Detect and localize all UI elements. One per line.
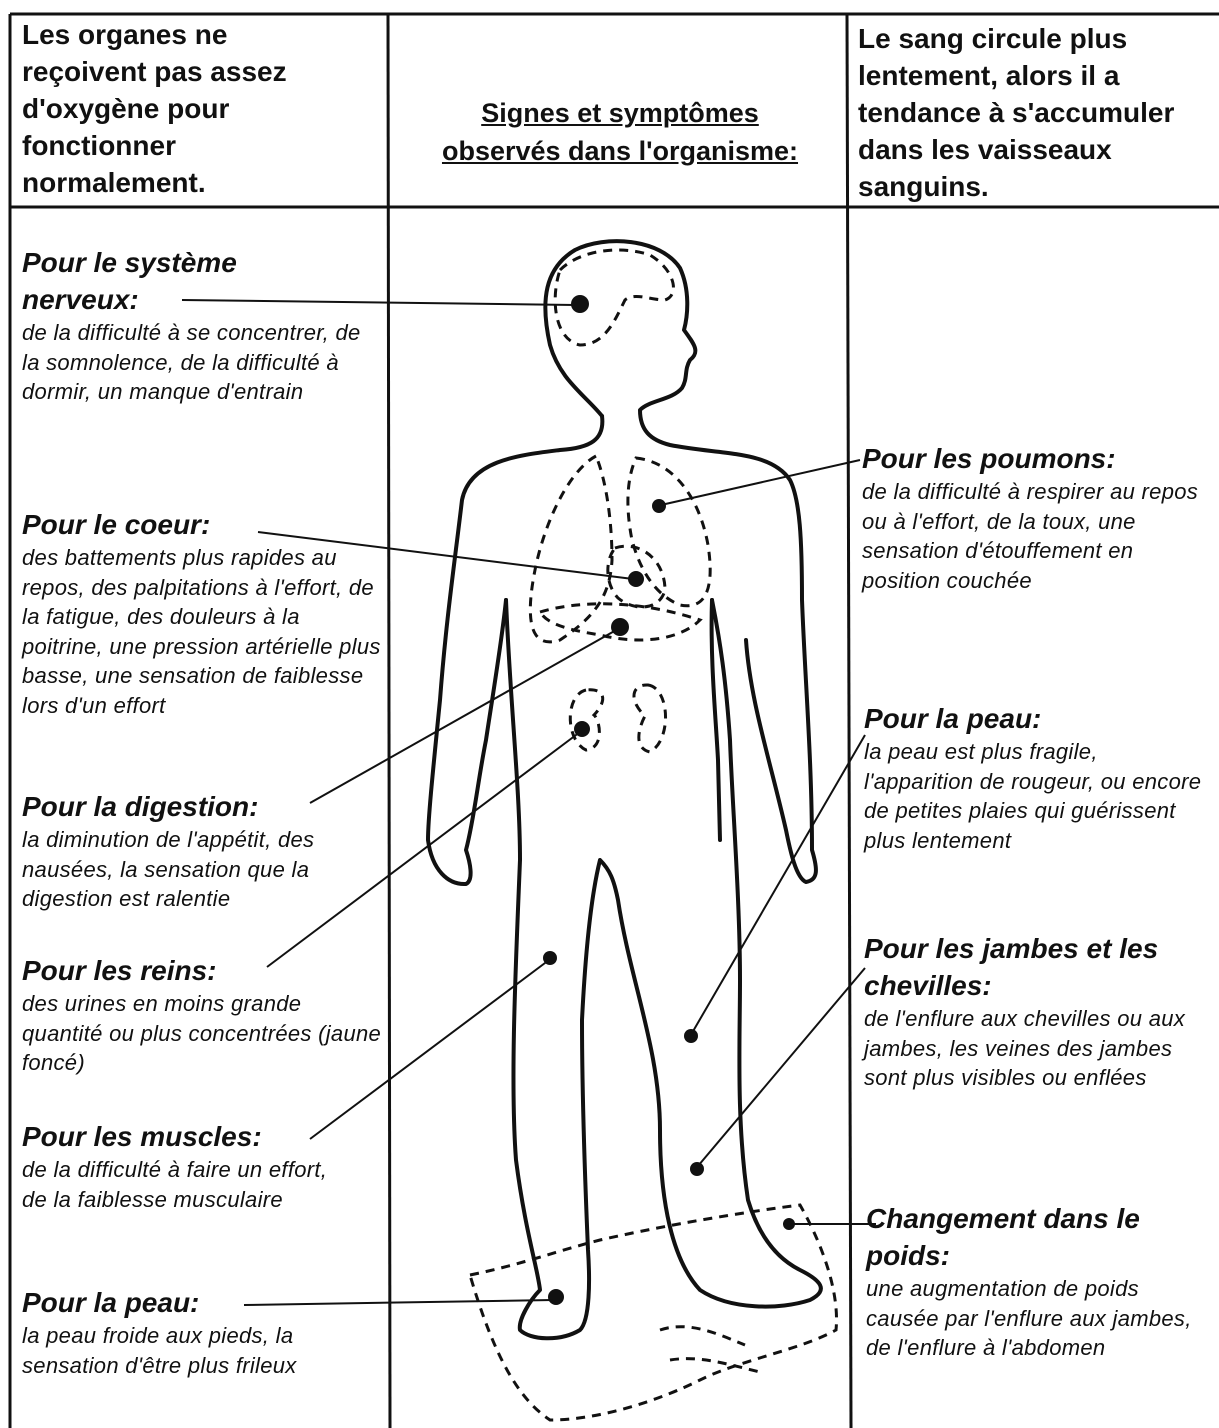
block-title: Changement dans le poids: [866,1200,1211,1274]
block-title: Pour les reins: [22,952,382,989]
block-title: Pour les jambes et les chevilles: [864,930,1209,1004]
foot-swelling-detail [660,1327,760,1372]
symptom-block-lungs: Pour les poumons: de la difficulté à res… [862,440,1207,595]
dot-skin-feet [548,1289,564,1305]
block-text: une augmentation de poids causée par l'e… [866,1274,1211,1363]
block-text: des battements plus rapides au repos, de… [22,543,382,720]
block-text: de la difficulté à se concentrer, de la … [22,318,367,407]
block-text: de la difficulté à faire un effort, de l… [22,1155,332,1214]
block-title: Pour les poumons: [862,440,1207,477]
block-title: Pour la peau: [864,700,1209,737]
organ-outlines [470,250,837,1420]
symptom-block-heart: Pour le coeur: des battements plus rapid… [22,506,382,720]
dot-skin-right [684,1029,698,1043]
header-left: Les organes ne reçoivent pas assez d'oxy… [22,16,352,201]
block-title: Pour le système nerveux: [22,244,287,318]
symptom-block-skin: Pour la peau: la peau est plus fragile, … [864,700,1209,855]
block-text: des urines en moins grande quantité ou p… [22,989,382,1078]
line-legs [698,968,865,1166]
block-title: Pour la digestion: [22,788,382,825]
symptom-block-muscles: Pour les muscles: de la difficulté à fai… [22,1118,382,1214]
dot-legs [690,1162,704,1176]
block-text: de la difficulté à respirer au repos ou … [862,477,1207,595]
header-center: Signes et symptômes observés dans l'orga… [440,94,800,170]
right-kidney-outline [634,685,666,752]
block-text: la peau est plus fragile, l'apparition d… [864,737,1209,855]
left-kidney-outline [570,690,602,750]
symptom-block-digestion: Pour la digestion: la diminution de l'ap… [22,788,382,914]
brain-outline [555,250,673,345]
symptom-block-legs-ankles: Pour les jambes et les chevilles: de l'e… [864,930,1209,1093]
left-lung-outline [530,456,612,642]
block-text: de l'enflure aux chevilles ou aux jambes… [864,1004,1209,1093]
block-text: la peau froide aux pieds, la sensation d… [22,1321,382,1380]
block-text: la diminution de l'appétit, des nausées,… [22,825,372,914]
symptom-block-kidneys: Pour les reins: des urines en moins gran… [22,952,382,1078]
line-lungs [661,460,860,505]
symptom-block-nervous-system: Pour le système nerveux: de la difficult… [22,244,382,407]
dot-digestion [611,618,629,636]
human-silhouette [428,241,821,1338]
header-right: Le sang circule plus lentement, alors il… [858,20,1188,205]
block-title: Pour la peau: [22,1284,382,1321]
dot-lungs [652,499,666,513]
symptom-block-weight: Changement dans le poids: une augmentati… [866,1200,1211,1363]
block-title: Pour les muscles: [22,1118,382,1155]
symptom-block-skin-feet: Pour la peau: la peau froide aux pieds, … [22,1284,382,1380]
block-title: Pour le coeur: [22,506,382,543]
